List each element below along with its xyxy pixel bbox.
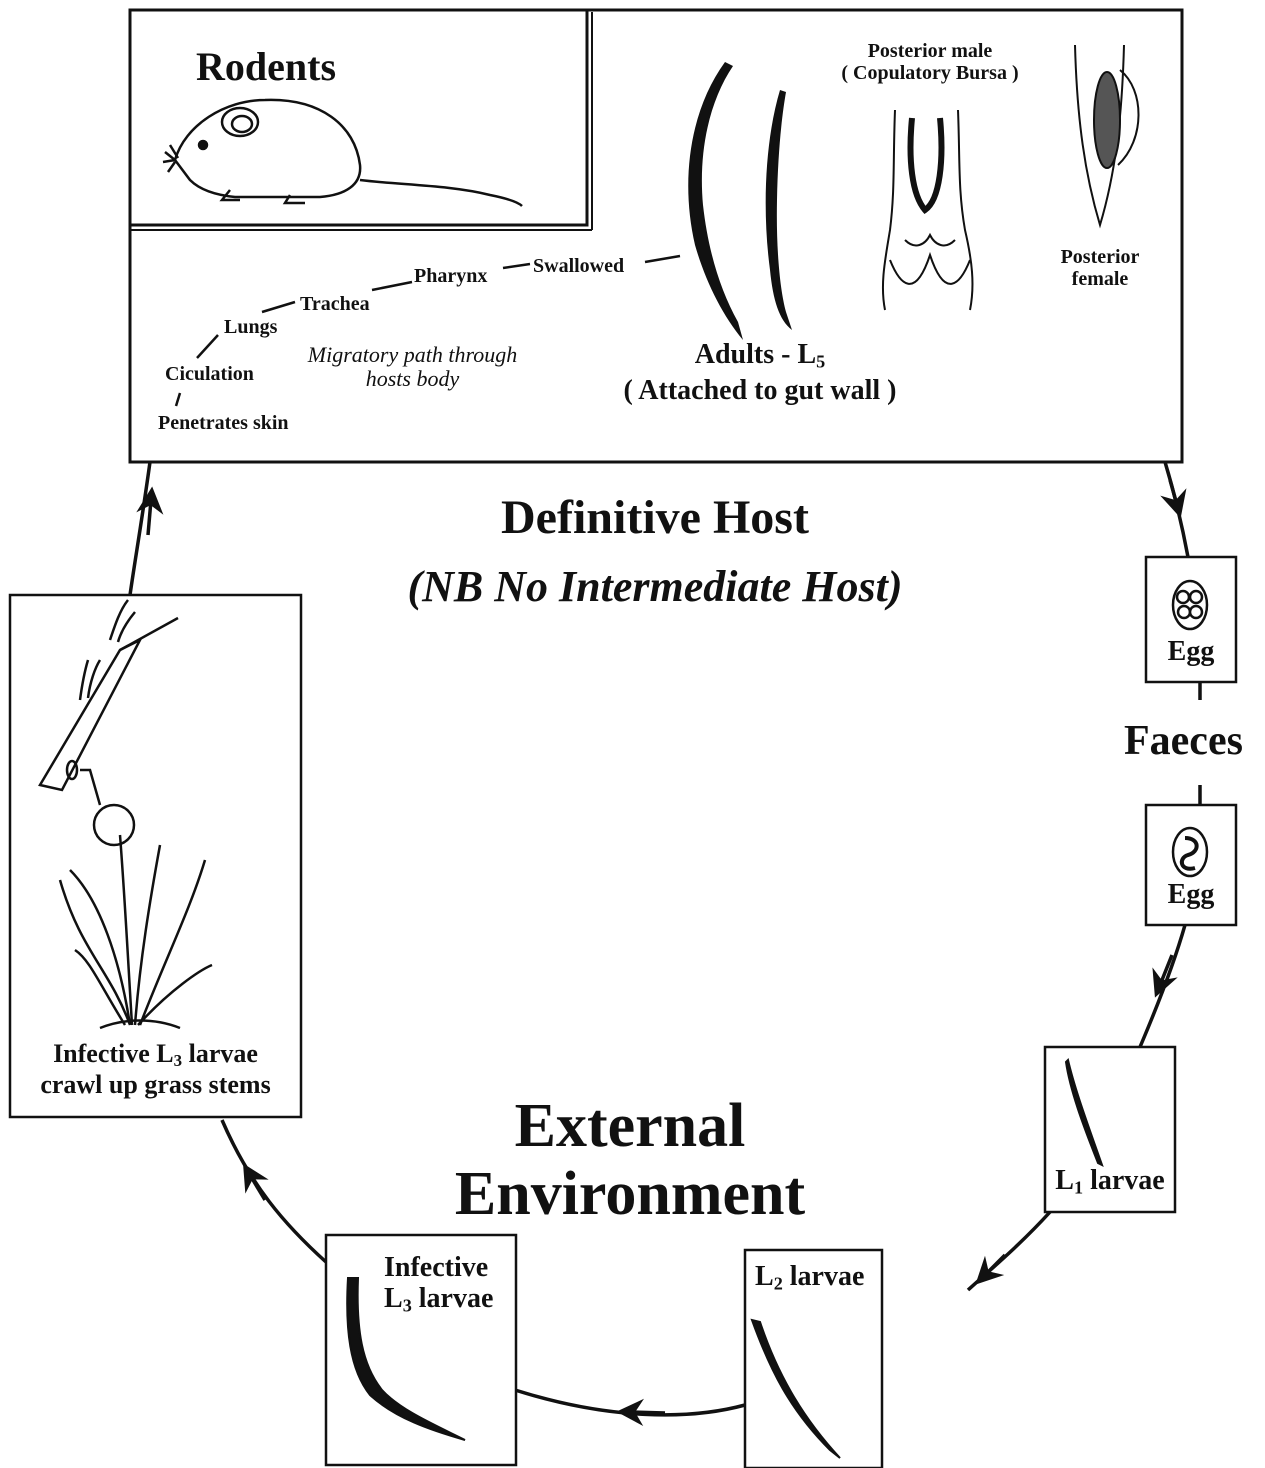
path-step-lungs: Lungs (224, 316, 278, 338)
cycle-arrowheads (136, 479, 1187, 1426)
arrow-to-l1 (1152, 954, 1178, 998)
arrow-to-host (136, 486, 164, 536)
rodents-title: Rodents (196, 44, 337, 89)
no-intermediate-host-note: (NB No Intermediate Host) (407, 562, 903, 611)
path-step-pharynx: Pharynx (414, 265, 488, 287)
path-step-swallowed: Swallowed (533, 255, 625, 277)
l3-main: L (384, 1282, 403, 1314)
adult-worm-large (688, 62, 743, 340)
connector-grass-to-host (128, 461, 152, 596)
l1-box (1043, 1045, 1177, 1214)
egg-label-1: Egg (1167, 636, 1215, 667)
grass-illustration (38, 599, 213, 1030)
rodent-illustration (162, 98, 523, 207)
rodents-box (128, 8, 589, 227)
l2-larva-shape (750, 1318, 841, 1459)
connector-l1-to-l2 (966, 1210, 1052, 1292)
l2-label: L2 larvae (755, 1261, 865, 1294)
grass-line1-sub: 3 (173, 1051, 183, 1071)
cycle-connectors (128, 461, 1202, 1417)
definitive-host-heading: Definitive Host (501, 491, 809, 544)
posterior-female-line1: Posterior (1060, 246, 1140, 268)
l3-suffix: larvae (411, 1282, 494, 1314)
l2-sub: 2 (773, 1273, 783, 1294)
posterior-male-illustration (881, 109, 974, 311)
adults-label: Adults - L5 ( Attached to gut wall ) (600, 339, 920, 406)
arrow-to-l3 (616, 1398, 666, 1426)
arrow-to-l2 (975, 1253, 1007, 1285)
grass-box (8, 593, 303, 1119)
connector-egg-to-l1 (1138, 924, 1187, 1048)
adult-worm-small (765, 90, 792, 330)
grass-line1-pre: Infective L (53, 1039, 174, 1068)
grass-caption: Infective L3 larvae crawl up grass stems (10, 1039, 301, 1099)
l2-suffix: larvae (782, 1261, 865, 1292)
egg-label-2: Egg (1167, 879, 1215, 910)
l1-label: L1 larvae (1045, 1165, 1175, 1198)
path-step-trachea: Trachea (300, 293, 370, 315)
egg-icon-1 (1171, 579, 1209, 631)
posterior-male-line2: ( Copulatory Bursa ) (841, 62, 1019, 84)
l2-main: L (755, 1261, 774, 1292)
arrow-to-egg (1160, 479, 1187, 519)
grass-line2: crawl up grass stems (40, 1069, 271, 1099)
l3-line1: Infective (384, 1252, 489, 1283)
adults-main-text: Adults - L (694, 339, 817, 370)
migratory-path-lines (174, 254, 681, 407)
migratory-note-line1: Migratory path through (307, 342, 518, 367)
l1-main: L (1055, 1165, 1074, 1196)
connector-l3-to-grass (220, 1119, 328, 1264)
adults-note: ( Attached to gut wall ) (623, 374, 897, 406)
l3-label: Infective L3 larvae (384, 1252, 494, 1316)
migratory-note: Migratory path through hosts body (280, 342, 545, 392)
external-line2: Environment (454, 1160, 806, 1229)
grass-line1-post: larvae (182, 1039, 258, 1068)
posterior-female-label: Posterior female (1040, 246, 1160, 290)
path-step-circulation: Ciculation (165, 363, 254, 385)
faeces-label: Faeces (1124, 718, 1243, 764)
arrow-to-grass (243, 1163, 269, 1201)
l1-sub: 1 (1073, 1177, 1084, 1198)
l1-suffix: larvae (1083, 1165, 1165, 1196)
connector-l2-to-l3 (514, 1388, 746, 1417)
posterior-female-illustration (1074, 44, 1140, 229)
l1-larva-shape (1064, 1058, 1104, 1167)
l3-sub: 3 (402, 1295, 412, 1316)
path-step-penetrates-skin: Penetrates skin (158, 412, 289, 434)
adult-worms (688, 62, 792, 340)
external-line1: External (514, 1092, 746, 1160)
posterior-female-line2: female (1071, 268, 1129, 290)
external-environment-heading: External Environment (420, 1092, 840, 1228)
l3-larva-shape (346, 1277, 466, 1441)
egg-icon-2 (1171, 826, 1209, 878)
posterior-male-line1: Posterior male (867, 40, 993, 62)
adults-sub-text: 5 (816, 351, 826, 372)
migratory-note-line2: hosts body (365, 366, 460, 392)
posterior-male-label: Posterior male ( Copulatory Bursa ) (810, 40, 1050, 84)
connector-host-to-egg (1163, 461, 1190, 558)
host-box (128, 8, 1184, 464)
